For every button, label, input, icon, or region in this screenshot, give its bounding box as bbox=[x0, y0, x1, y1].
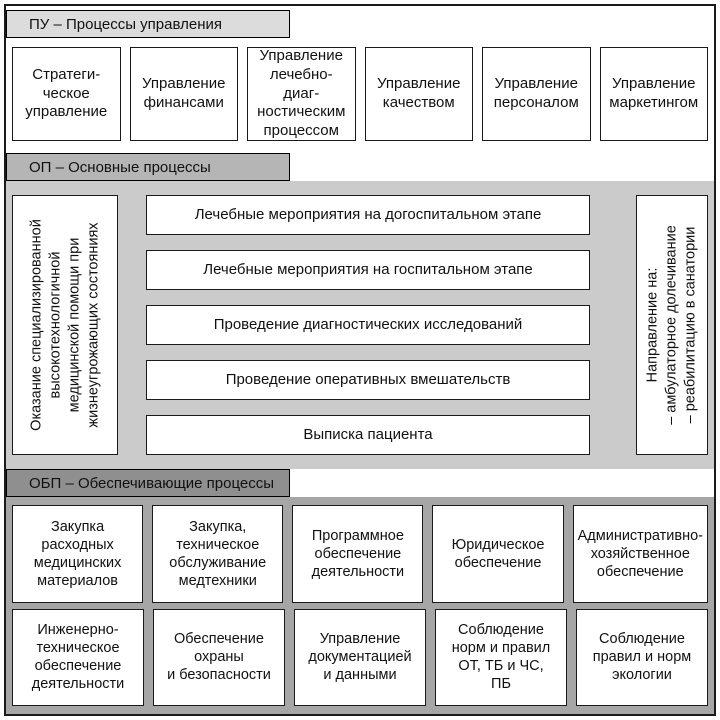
sup-box-consumables: Закупка расходных медицинских материалов bbox=[12, 505, 144, 603]
step-surgery: Проведение оперативных вмешательств bbox=[146, 360, 590, 400]
management-row: Стратеги- ческое управление Управление ф… bbox=[6, 38, 714, 141]
support-header-label: ОБП – Обеспечивающие процессы bbox=[29, 474, 275, 492]
main-panel: Оказание специализированной высокотехнол… bbox=[6, 181, 714, 469]
step-diagnostics: Проведение диагностических исследований bbox=[146, 305, 590, 345]
vertical-box-care-label: Оказание специализированной высокотехнол… bbox=[28, 219, 101, 431]
support-panel: Закупка расходных медицинских материалов… bbox=[6, 497, 714, 714]
support-header: ОБП – Обеспечивающие процессы bbox=[6, 469, 290, 497]
management-section: ПУ – Процессы управления Стратеги- ческо… bbox=[6, 6, 714, 153]
sup-box-safety-rules: Соблюдение норм и правил ОТ, ТБ и ЧС, ПБ bbox=[435, 608, 567, 706]
management-header-label: ПУ – Процессы управления bbox=[29, 15, 222, 33]
sup-box-software: Программное обеспечение деятельности bbox=[292, 505, 424, 603]
step-hospital: Лечебные мероприятия на госпитальном эта… bbox=[146, 250, 590, 290]
sup-box-legal: Юридическое обеспечение bbox=[432, 505, 564, 603]
support-row-2: Инженерно- техническое обеспечение деяте… bbox=[12, 608, 708, 706]
mgmt-box-marketing: Управление маркетингом bbox=[599, 47, 708, 141]
main-header: ОП – Основные процессы bbox=[6, 153, 290, 181]
sup-box-security: Обеспечение охраны и безопасности bbox=[153, 608, 285, 706]
support-row-1: Закупка расходных медицинских материалов… bbox=[12, 505, 708, 603]
step-discharge: Выписка пациента bbox=[146, 415, 590, 455]
mgmt-box-finance: Управление финансами bbox=[129, 47, 238, 141]
main-steps: Лечебные мероприятия на догоспитальном э… bbox=[146, 195, 590, 455]
management-header: ПУ – Процессы управления bbox=[6, 10, 290, 38]
diagram-frame: ПУ – Процессы управления Стратеги- ческо… bbox=[4, 4, 716, 716]
vertical-box-care: Оказание специализированной высокотехнол… bbox=[12, 195, 118, 455]
step-prehospital: Лечебные мероприятия на догоспитальном э… bbox=[146, 195, 590, 235]
main-header-label: ОП – Основные процессы bbox=[29, 158, 211, 176]
sup-box-admin: Административно- хозяйственное обеспечен… bbox=[572, 505, 708, 603]
mgmt-box-treatment: Управление лечебно-диаг- ностическим про… bbox=[247, 47, 356, 141]
sup-box-equipment: Закупка, техническое обслуживание медтех… bbox=[152, 505, 284, 603]
vertical-box-referral-label: Направление на: – амбулаторное долечиван… bbox=[644, 225, 699, 425]
sup-box-engineering: Инженерно- техническое обеспечение деяте… bbox=[12, 608, 144, 706]
sup-box-ecology: Соблюдение правил и норм экологии bbox=[576, 608, 708, 706]
mgmt-box-personnel: Управление персоналом bbox=[482, 47, 591, 141]
vertical-box-referral: Направление на: – амбулаторное долечиван… bbox=[636, 195, 708, 455]
sup-box-documents: Управление документацией и данными bbox=[294, 608, 426, 706]
mgmt-box-quality: Управление качеством bbox=[364, 47, 473, 141]
mgmt-box-strategic: Стратеги- ческое управление bbox=[12, 47, 121, 141]
